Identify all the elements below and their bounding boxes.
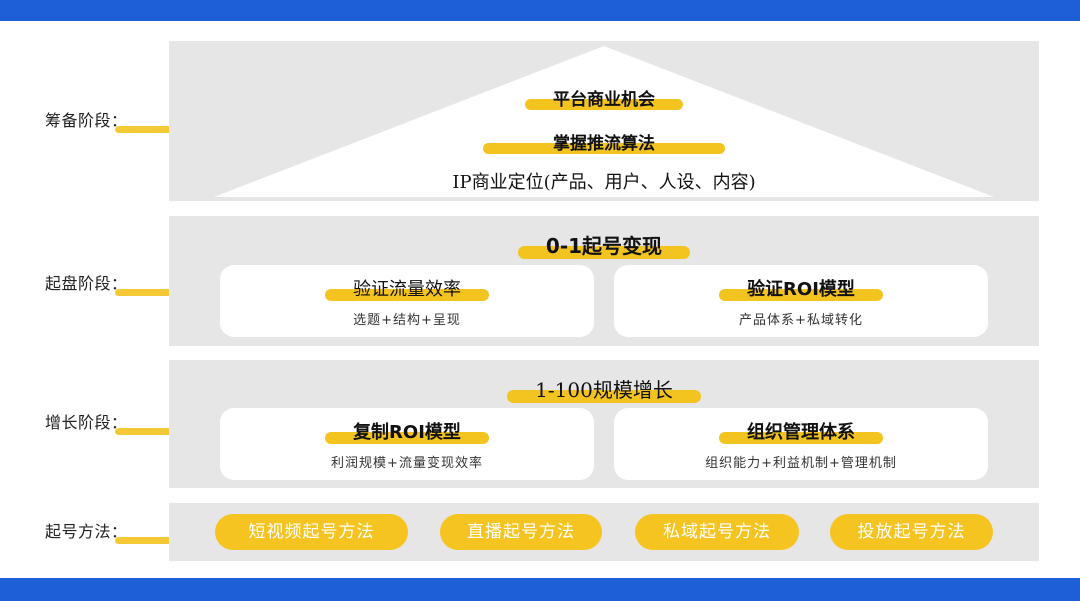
growth-title: 1-100规模增长 bbox=[169, 374, 1039, 403]
prep-line-3: IP商业定位(产品、用户、人设、内容) bbox=[452, 172, 756, 193]
growth-panel: 1-100规模增长 复制ROI模型 利润规模+流量变现效率 组织管理体系 组织能… bbox=[169, 360, 1039, 488]
stage-label-methods: 起号方法： bbox=[45, 519, 192, 545]
prep-line-1: 平台商业机会 bbox=[169, 85, 1039, 110]
card-subtitle: 产品体系+私域转化 bbox=[739, 313, 863, 328]
card-title: 组织管理体系 bbox=[614, 418, 988, 444]
stage-underline bbox=[115, 126, 192, 133]
launch-panel: 0-1起号变现 验证流量效率 选题+结构+呈现 验证ROI模型 产品体系+私域转… bbox=[169, 216, 1039, 346]
card-subtitle: 利润规模+流量变现效率 bbox=[331, 456, 483, 471]
stage-underline bbox=[115, 289, 192, 296]
prep-panel: 平台商业机会 掌握推流算法 IP商业定位(产品、用户、人设、内容) bbox=[169, 41, 1039, 201]
card-subtitle: 组织能力+利益机制+管理机制 bbox=[705, 456, 897, 471]
card-org-management: 组织管理体系 组织能力+利益机制+管理机制 bbox=[614, 408, 988, 480]
card-title: 验证流量效率 bbox=[220, 275, 594, 301]
stage-underline bbox=[115, 428, 192, 435]
launch-title: 0-1起号变现 bbox=[169, 230, 1039, 259]
roof-shape bbox=[214, 46, 994, 197]
stage-label-launch: 起盘阶段： bbox=[45, 271, 192, 297]
stage-underline bbox=[115, 537, 192, 544]
card-title: 验证ROI模型 bbox=[614, 275, 988, 301]
top-accent-bar bbox=[0, 0, 1080, 21]
method-short-video: 短视频起号方法 bbox=[215, 514, 408, 550]
method-live-stream: 直播起号方法 bbox=[440, 514, 602, 550]
prep-line-2: 掌握推流算法 bbox=[169, 129, 1039, 154]
card-verify-roi: 验证ROI模型 产品体系+私域转化 bbox=[614, 265, 988, 337]
method-ad-placement: 投放起号方法 bbox=[830, 514, 993, 550]
method-private-domain: 私域起号方法 bbox=[635, 514, 799, 550]
card-copy-roi: 复制ROI模型 利润规模+流量变现效率 bbox=[220, 408, 594, 480]
bottom-accent-bar bbox=[0, 578, 1080, 601]
card-verify-traffic: 验证流量效率 选题+结构+呈现 bbox=[220, 265, 594, 337]
card-subtitle: 选题+结构+呈现 bbox=[353, 313, 461, 328]
stage-label-growth: 增长阶段： bbox=[45, 410, 192, 436]
stage-label-prep: 筹备阶段： bbox=[45, 108, 192, 134]
card-title: 复制ROI模型 bbox=[220, 418, 594, 444]
